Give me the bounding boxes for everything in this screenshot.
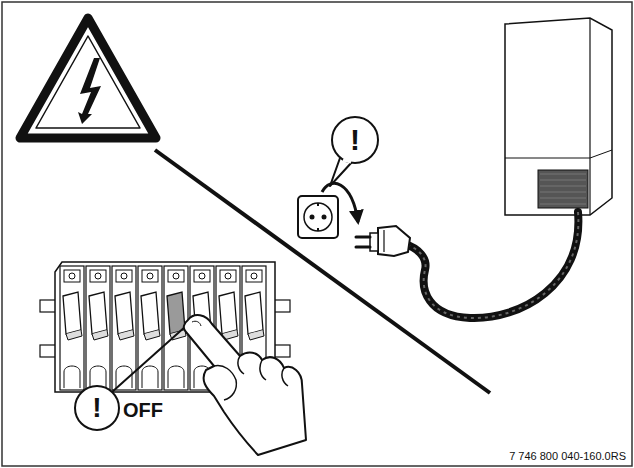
breaker-module — [138, 266, 162, 390]
breaker-module — [112, 266, 136, 390]
power-plug — [356, 226, 410, 256]
warning-callout — [75, 386, 119, 430]
warning-sign — [20, 18, 156, 138]
callout-mark: ! — [92, 394, 101, 422]
unplug-arrow — [322, 183, 358, 222]
callout-mark: ! — [350, 125, 360, 155]
breaker-module — [86, 266, 110, 390]
switch-state: OFF — [123, 400, 163, 420]
leader-line — [112, 326, 186, 392]
power-cable — [405, 212, 578, 318]
boiler-unit — [505, 18, 612, 215]
wall-socket — [298, 196, 338, 238]
breaker-module — [60, 266, 84, 390]
cable-texture — [405, 212, 578, 318]
hand — [184, 315, 306, 455]
warning-callout — [330, 117, 378, 186]
figure-code: 7 746 800 040-160.0RS — [509, 451, 626, 462]
